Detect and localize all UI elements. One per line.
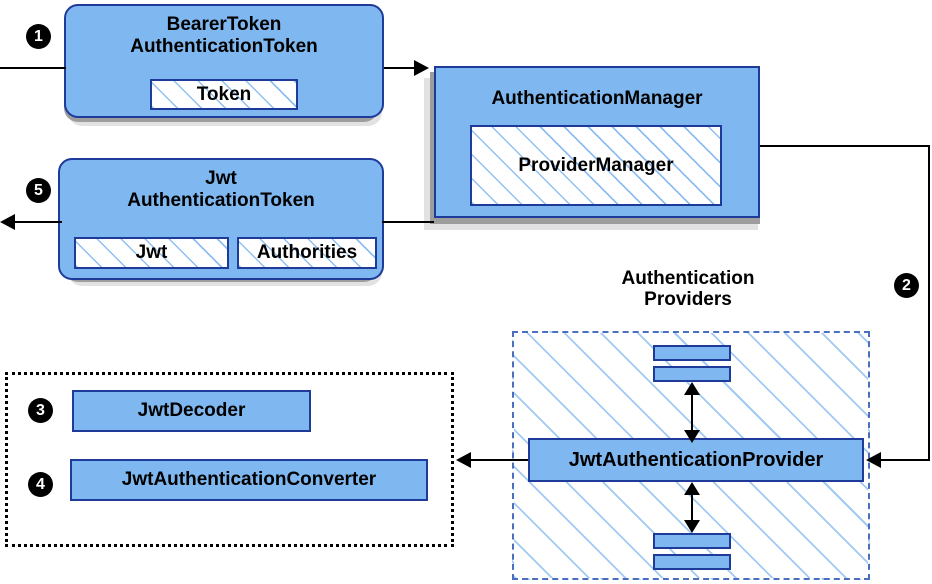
jwt-token-label-line1: Jwt — [205, 168, 237, 189]
inner-box-jwt: Jwt — [74, 237, 229, 269]
connector-step2-top-line — [760, 145, 930, 147]
connector-manager-to-jwt-token — [382, 221, 434, 223]
provider-stub-top-1 — [653, 345, 731, 361]
jwt-token-label-line2: AuthenticationToken — [127, 190, 315, 211]
jwt-authentication-converter-label: JwtAuthenticationConverter — [121, 469, 377, 490]
provider-link-bottom-arrow-up — [684, 482, 700, 495]
bearer-token-label-line1: BearerToken — [166, 14, 282, 35]
inner-box-authorities: Authorities — [237, 237, 377, 269]
provider-link-top-arrow-up — [684, 382, 700, 395]
connector-request-in — [0, 67, 66, 69]
inner-box-token: Token — [150, 79, 298, 110]
authentication-providers-title-line1: Authentication — [621, 268, 755, 289]
provider-stub-bottom-1 — [653, 533, 731, 549]
provider-link-bottom-arrow-down — [684, 520, 700, 533]
badge-step-5: 5 — [26, 178, 51, 203]
provider-stub-bottom-2 — [653, 554, 731, 570]
node-jwt-authentication-provider[interactable]: JwtAuthenticationProvider — [528, 438, 864, 482]
provider-link-bottom-line — [691, 493, 693, 531]
connector-response-out-arrow — [0, 214, 15, 230]
connector-response-out-line — [6, 221, 62, 223]
connector-bearer-to-manager-line — [384, 67, 416, 69]
connector-step2-right-line — [928, 145, 930, 460]
badge-step-1: 1 — [26, 24, 51, 49]
badge-step-3: 3 — [28, 398, 53, 423]
node-jwt-authentication-converter[interactable]: JwtAuthenticationConverter — [70, 459, 428, 501]
jwt-decoder-label: JwtDecoder — [137, 400, 246, 421]
connector-step2-arrow — [866, 452, 881, 468]
inner-box-provider-manager: ProviderManager — [470, 125, 722, 206]
provider-link-top-arrow-down — [684, 430, 700, 443]
authentication-manager-label: AuthenticationManager — [491, 88, 703, 109]
authentication-providers-title-line2: Providers — [644, 289, 732, 311]
node-jwt-decoder[interactable]: JwtDecoder — [72, 390, 311, 432]
badge-step-2: 2 — [894, 273, 919, 298]
connector-step2-bottom-line — [880, 459, 930, 461]
bearer-token-label-line2: AuthenticationToken — [130, 36, 318, 57]
provider-link-top-line — [691, 393, 693, 434]
badge-step-4: 4 — [28, 472, 53, 497]
connector-provider-to-beans-line — [470, 459, 528, 461]
jwt-authentication-provider-label: JwtAuthenticationProvider — [568, 448, 824, 471]
authentication-providers-title: Authentication Providers — [588, 268, 788, 311]
provider-stub-top-2 — [653, 366, 731, 382]
connector-bearer-to-manager-arrow — [414, 60, 429, 76]
connector-provider-to-beans-arrow — [456, 452, 471, 468]
